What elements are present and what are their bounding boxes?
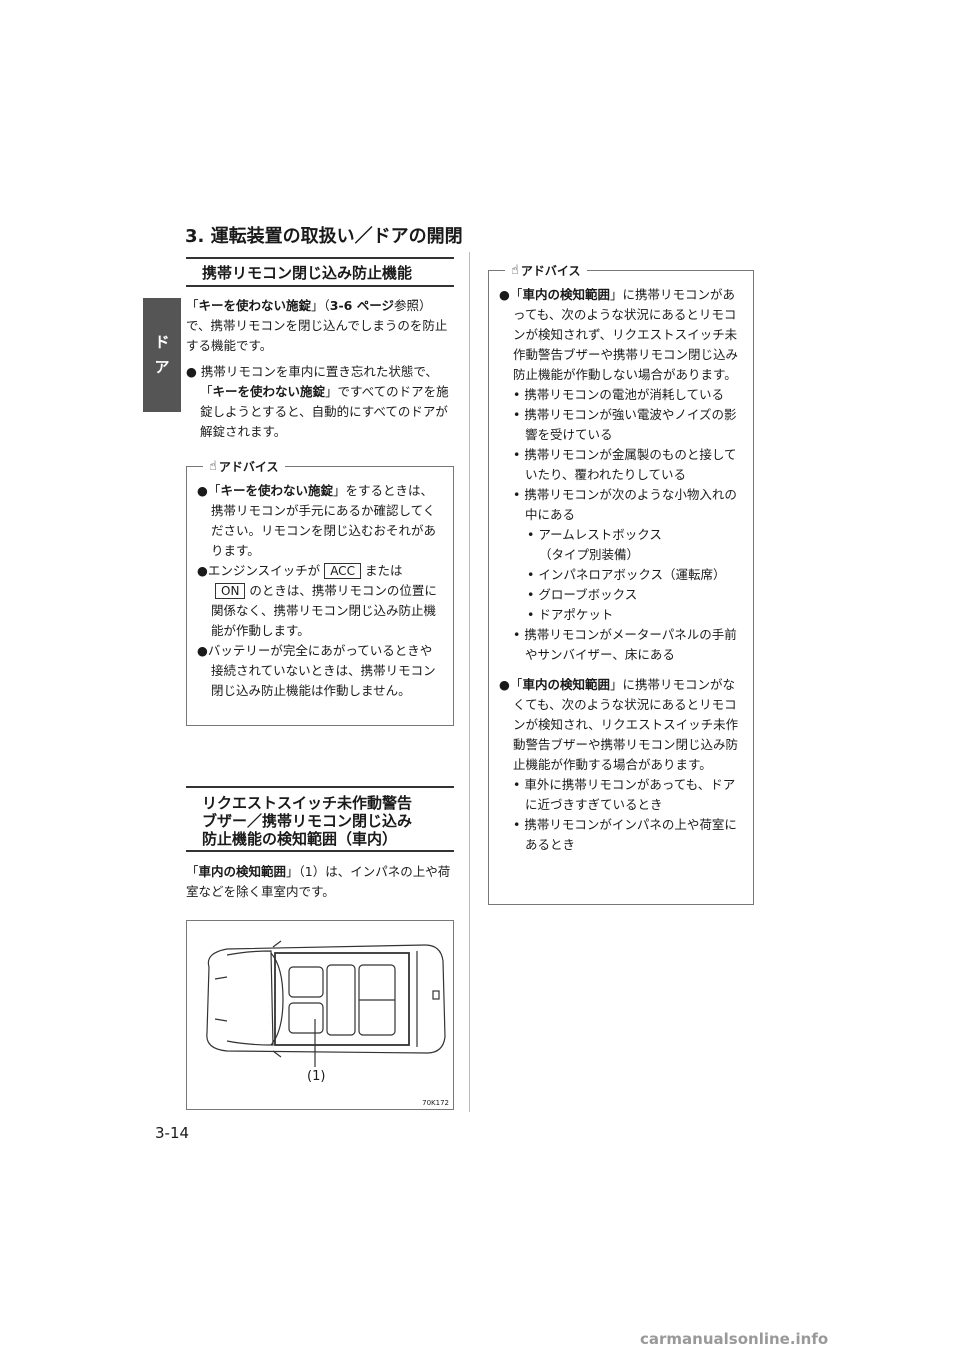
advice-box-2: ☝ アドバイス ●「車内の検知範囲」に携帯リモコンがあっても、次のような状況にあ… (488, 261, 754, 905)
advice1-item-1: ●「キーを使わない施錠」をするときは、携帯リモコンが手元にあるか確認してください… (197, 483, 437, 558)
advice2-item-1: ●「車内の検知範囲」に携帯リモコンがあっても、次のような状況にあるとリモコンが検… (499, 287, 739, 382)
on-key-label: ON (215, 583, 246, 599)
section2-intro: 「車内の検知範囲」（1）は、インパネの上や荷室などを除く車室内です。 (186, 864, 451, 899)
advice2-subsub-4: • ドアポケット (527, 607, 614, 622)
section-title-detection-range: リクエストスイッチ未作動警告 ブザー／携帯リモコン閉じ込み 防止機能の検知範囲（… (186, 786, 454, 852)
advice-box-1: ☝ アドバイス ●「キーを使わない施錠」をするときは、携帯リモコンが手元にあるか… (186, 457, 454, 726)
advice2-sub-1: • 携帯リモコンの電池が消耗している (513, 387, 724, 402)
section1-intro: 「キーを使わない施錠」（3-6 ページ参照）で、携帯リモコンを閉じ込んでしまうの… (186, 296, 454, 442)
advice2-subsub-2: • インパネロアボックス（運転席） (527, 567, 726, 582)
advice2-subsub-1: • アームレストボックス（タイプ別装備） (527, 527, 662, 562)
car-top-view-illustration (206, 940, 446, 1067)
advice2-sub-2: • 携帯リモコンが強い電波やノイズの影響を受けている (513, 407, 737, 442)
advice-header-2: ☝ アドバイス (505, 261, 587, 281)
advice2-sub-7: • 携帯リモコンがインパネの上や荷室にあるとき (513, 817, 737, 852)
section1-bullet: ● 携帯リモコンを車内に置き忘れた状態で、「キーを使わない施錠」ですべてのドアを… (186, 364, 449, 439)
column-divider (469, 252, 470, 1112)
advice2-sub-3: • 携帯リモコンが金属製のものと接していたり、覆われたりしている (513, 447, 737, 482)
advice-header: ☝ アドバイス (203, 457, 285, 477)
advice2-item-2: ●「車内の検知範囲」に携帯リモコンがなくても、次のような状況にあるとリモコンが検… (499, 677, 739, 772)
side-tab-char-2: ア (154, 358, 170, 376)
side-tab-char-1: ド (154, 332, 170, 351)
page-number: 3-14 (155, 1124, 190, 1142)
figure-callout-label: (1) (307, 1069, 326, 1084)
advice2-sub-4: • 携帯リモコンが次のような小物入れの中にある (513, 487, 737, 522)
acc-key-label: ACC (324, 563, 361, 579)
pointing-hand-icon: ☝ (209, 459, 217, 474)
watermark: carmanualsonline.info (640, 1330, 829, 1348)
advice2-subsub-3: • グローブボックス (527, 587, 638, 602)
chapter-side-tab: ド ア (143, 298, 181, 412)
advice2-sub-6: • 車外に携帯リモコンがあっても、ドアに近づきすぎているとき (513, 777, 736, 812)
advice2-sub-5: • 携帯リモコンがメーターパネルの手前やサンバイザー、床にある (513, 627, 737, 662)
section-title-lock-prevention: 携帯リモコン閉じ込み防止機能 (186, 257, 454, 287)
advice1-item-3: ●バッテリーが完全にあがっているときや接続されていないときは、携帯リモコン閉じ込… (197, 643, 436, 698)
vehicle-topview-figure: (1) 70K172 (186, 920, 454, 1110)
pointing-hand-icon: ☝ (511, 263, 519, 278)
figure-code: 70K172 (422, 1099, 449, 1107)
chapter-title: 3. 運転装置の取扱い／ドアの開閉 (185, 226, 463, 247)
